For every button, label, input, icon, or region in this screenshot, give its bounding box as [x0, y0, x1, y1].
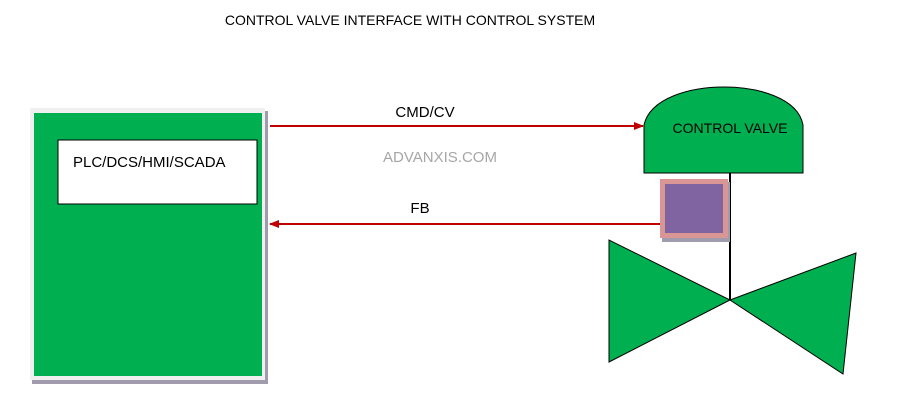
valve-body-left	[608, 239, 732, 363]
valve-label: CONTROL VALVE	[673, 120, 788, 136]
controller-label-box	[57, 139, 258, 205]
watermark: ADVANXIS.COM	[383, 149, 497, 166]
valve-body-right	[728, 252, 857, 375]
controller-label: PLC/DCS/HMI/SCADA	[73, 154, 226, 171]
diagram-title: CONTROL VALVE INTERFACE WITH CONTROL SYS…	[225, 12, 595, 28]
valve-actuator-dome	[643, 86, 804, 174]
command-label: CMD/CV	[395, 104, 454, 121]
feedback-label: FB	[410, 200, 429, 217]
positioner-inner	[665, 184, 723, 233]
